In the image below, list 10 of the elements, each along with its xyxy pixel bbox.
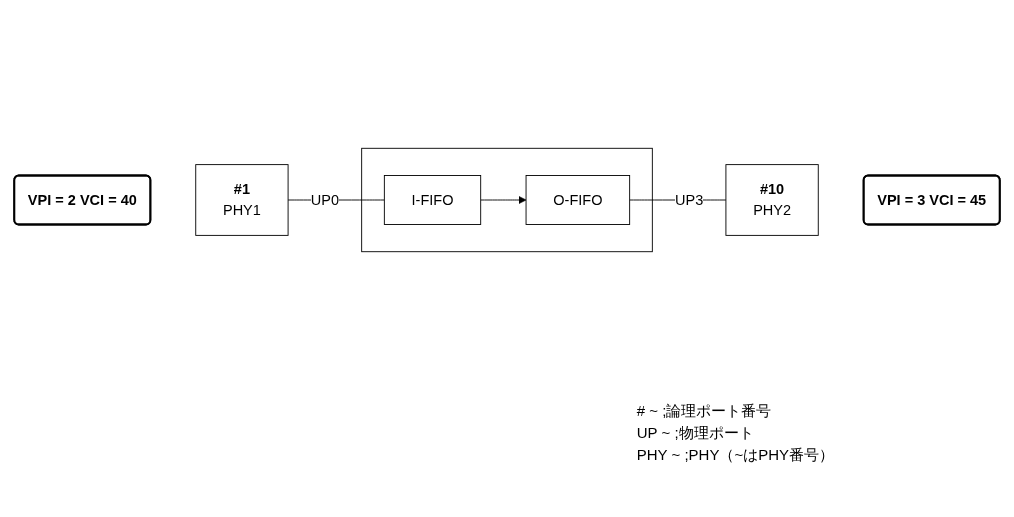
edge-label: UP3: [675, 191, 704, 208]
node-box: I-FIFO: [383, 175, 482, 225]
node-box: #10 PHY2: [725, 164, 819, 236]
edge-label: UP0: [310, 191, 339, 208]
cluster: [361, 147, 653, 253]
key-note: UP ~ ;物理ポート: [636, 423, 755, 443]
node-box: #1 PHY1: [195, 164, 289, 236]
node-box: O-FIFO: [525, 175, 631, 225]
key-note: # ~ ;論理ポート番号: [636, 401, 773, 421]
key-note: PHY ~ ;PHY（~はPHY番号）: [636, 445, 834, 465]
